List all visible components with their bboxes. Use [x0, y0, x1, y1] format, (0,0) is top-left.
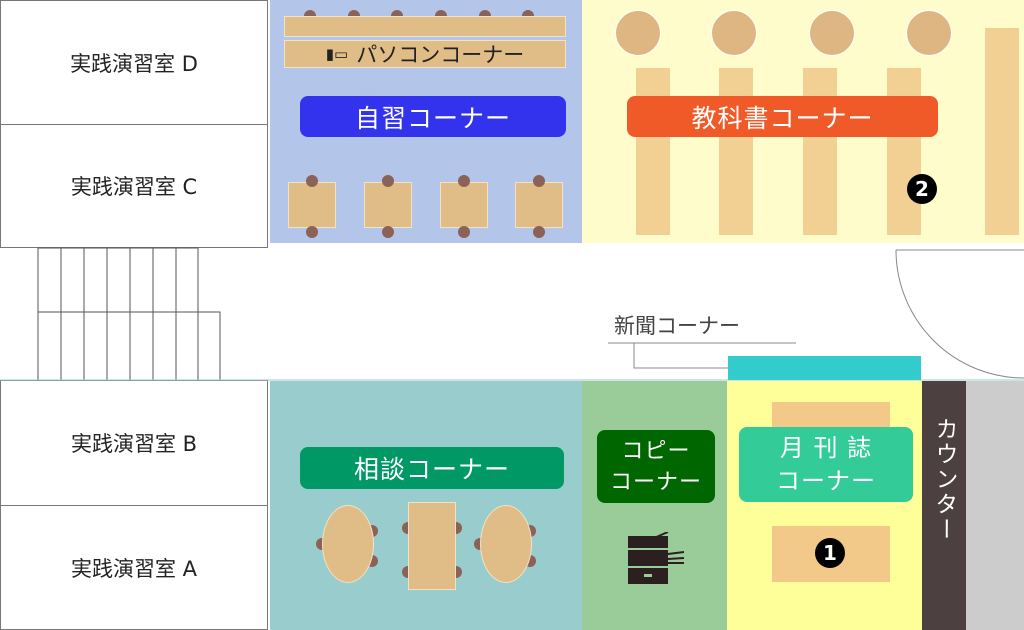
staff-area — [966, 381, 1024, 630]
room-a-label: 実践演習室 A — [70, 556, 198, 581]
door-arc — [895, 249, 1024, 379]
copy-area — [582, 381, 727, 630]
stairs — [37, 247, 221, 381]
marker-1: 1 — [815, 538, 845, 568]
textbook-label[interactable]: 教科書コーナー — [627, 96, 938, 137]
consultation-label[interactable]: 相談コーナー — [300, 447, 564, 489]
marker-2: 2 — [907, 174, 937, 204]
newspaper-rack — [728, 356, 921, 380]
copy-label[interactable]: コピーコーナー — [597, 430, 715, 503]
self-study-label[interactable]: 自習コーナー — [300, 96, 566, 137]
room-b-label: 実践演習室 B — [70, 432, 198, 456]
newspaper-label[interactable]: 新聞コーナー — [614, 314, 740, 338]
pc-corner[interactable]: ▮▭パソコンコーナー — [284, 40, 566, 68]
computer-icon: ▮▭ — [325, 45, 349, 63]
room-a[interactable]: 実践演習室 A — [0, 505, 268, 630]
room-b[interactable]: 実践演習室 B — [0, 380, 268, 506]
counter[interactable]: カウンター — [922, 381, 966, 630]
copier-icon — [628, 532, 684, 584]
pc-desk — [284, 16, 566, 37]
room-c-label: 実践演習室 C — [70, 175, 198, 199]
room-d-label: 実践演習室 D — [70, 51, 198, 76]
room-d[interactable]: 実践演習室 D — [0, 0, 268, 125]
magazine-label[interactable]: 月 刊 誌コーナー — [739, 427, 913, 502]
